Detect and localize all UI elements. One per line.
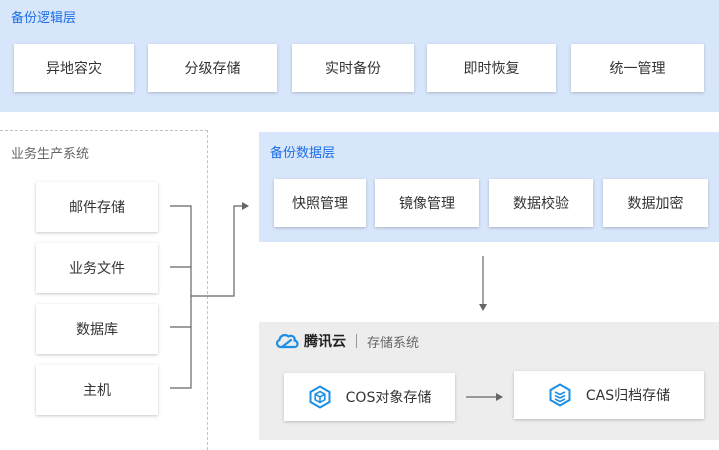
data-item-snapshot: 快照管理 [274,179,366,227]
business-item-mail-storage: 邮件存储 [36,182,158,232]
business-system-panel [0,130,208,450]
cas-label: CAS归档存储 [585,388,671,404]
brand-separator [356,334,357,348]
storage-subtitle: 存储系统 [367,335,420,351]
business-system-title: 业务生产系统 [11,147,90,162]
data-item-image: 镜像管理 [375,179,479,227]
cos-object-storage-card: COS对象存储 [284,373,455,421]
logic-item-tiered-storage: 分级存储 [148,44,277,92]
data-item-encryption: 数据加密 [603,179,708,227]
business-item-host: 主机 [36,365,158,415]
data-item-checksum: 数据校验 [489,179,593,227]
business-to-data-arrow [191,202,249,297]
cas-layers-icon [549,383,571,407]
logic-item-disaster-recovery: 异地容灾 [14,44,134,92]
cas-archive-storage-card: CAS归档存储 [514,371,704,419]
logic-item-instant-restore: 即时恢复 [427,44,556,92]
backup-data-title: 备份数据层 [270,146,336,161]
tencent-cloud-icon [275,334,299,349]
connector-lines [170,202,503,401]
business-item-business-files: 业务文件 [36,243,158,293]
backup-logic-title: 备份逻辑层 [11,11,77,26]
business-item-database: 数据库 [36,304,158,354]
brand-name: 腾讯云 [304,334,346,350]
storage-header: 腾讯云 存储系统 [274,331,419,351]
cos-label: COS对象存储 [345,390,432,406]
cos-cube-icon [309,385,331,409]
logic-item-unified-management: 统一管理 [571,44,704,92]
business-bracket [170,205,192,389]
logic-item-realtime-backup: 实时备份 [292,44,414,92]
